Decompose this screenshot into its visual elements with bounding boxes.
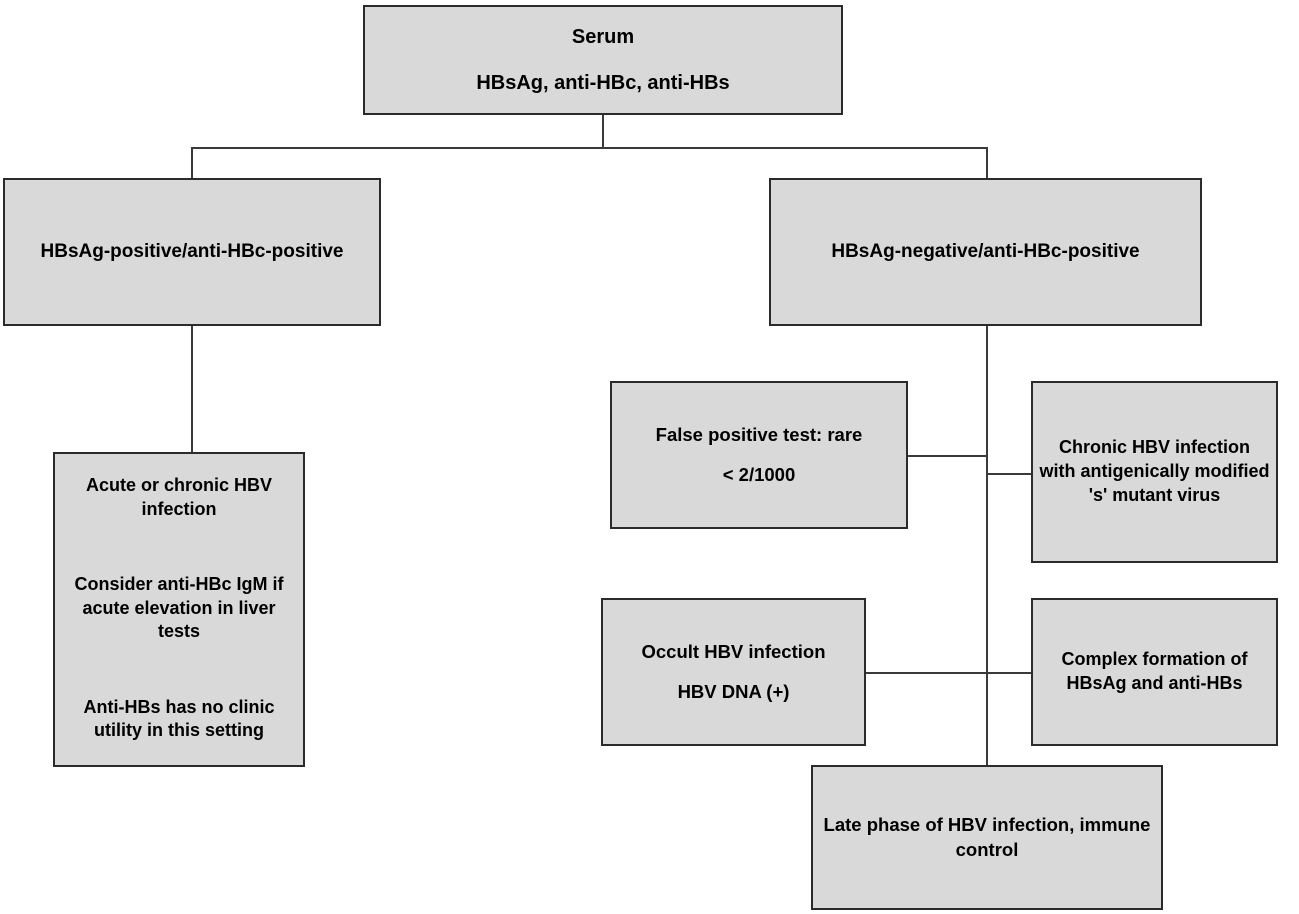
connector-spine-to-false-positive bbox=[908, 455, 987, 457]
node-hbsag-negative-label: HBsAg-negative/anti-HBc-positive bbox=[831, 241, 1140, 263]
node-mutant-virus[interactable]: Chronic HBV infection with antigenically… bbox=[1031, 381, 1278, 563]
connector-right-spine bbox=[986, 326, 988, 766]
connector-split-to-hbsag-positive bbox=[191, 147, 193, 179]
node-late-phase-label: Late phase of HBV infection, immune cont… bbox=[823, 814, 1151, 860]
connector-hbsag-positive-to-acute bbox=[191, 326, 193, 453]
connector-serum-stem bbox=[602, 115, 604, 148]
node-mutant-virus-label: Chronic HBV infection with antigenically… bbox=[1039, 437, 1270, 505]
node-occult[interactable]: Occult HBV infection HBV DNA (+) bbox=[601, 598, 866, 746]
node-false-positive-line1: False positive test: rare bbox=[655, 423, 863, 445]
connector-spine-to-occult bbox=[866, 672, 987, 674]
node-false-positive-line2: < 2/1000 bbox=[722, 464, 796, 485]
node-complex-formation[interactable]: Complex formation of HBsAg and anti-HBs bbox=[1031, 598, 1278, 746]
connector-split-to-hbsag-negative bbox=[986, 147, 988, 179]
node-serum[interactable]: Serum HBsAg, anti-HBc, anti-HBs bbox=[363, 5, 843, 115]
node-acute-paragraph-1: Acute or chronic HBV infection bbox=[85, 475, 273, 519]
node-hbsag-negative[interactable]: HBsAg-negative/anti-HBc-positive bbox=[769, 178, 1202, 326]
connector-split-bar bbox=[191, 147, 988, 149]
node-serum-line1: Serum bbox=[571, 25, 635, 48]
node-complex-formation-label: Complex formation of HBsAg and anti-HBs bbox=[1061, 649, 1248, 693]
node-acute-paragraph-2: Consider anti-HBc IgM if acute elevation… bbox=[74, 573, 284, 642]
node-occult-line2: HBV DNA (+) bbox=[677, 681, 790, 702]
node-acute-paragraph-3: Anti-HBs has no clinic utility in this s… bbox=[83, 696, 275, 741]
node-false-positive[interactable]: False positive test: rare < 2/1000 bbox=[610, 381, 908, 529]
node-serum-line2: HBsAg, anti-HBc, anti-HBs bbox=[476, 72, 730, 94]
node-acute-or-chronic[interactable]: Acute or chronic HBV infection Consider … bbox=[53, 452, 305, 767]
connector-spine-to-complex bbox=[986, 672, 1032, 674]
node-hbsag-positive[interactable]: HBsAg-positive/anti-HBc-positive bbox=[3, 178, 381, 326]
connector-spine-to-mutant bbox=[986, 473, 1032, 475]
node-occult-line1: Occult HBV infection bbox=[641, 640, 826, 662]
node-late-phase[interactable]: Late phase of HBV infection, immune cont… bbox=[811, 765, 1163, 910]
node-hbsag-positive-label: HBsAg-positive/anti-HBc-positive bbox=[40, 241, 344, 263]
